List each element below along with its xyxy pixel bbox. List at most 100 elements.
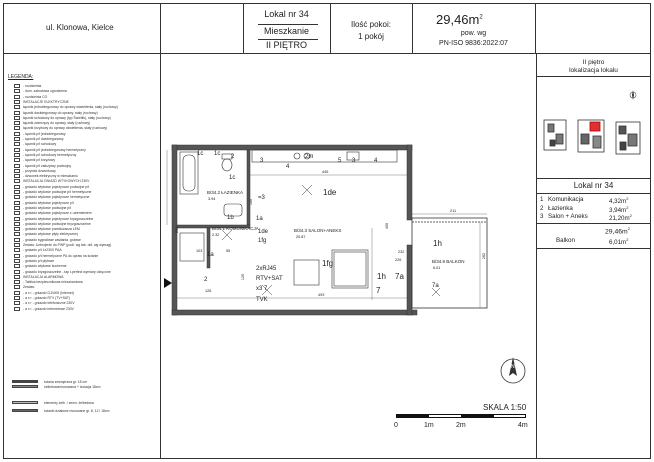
legend-wall-item: żelbetowa/murowana + izolacja 18cm	[44, 385, 101, 389]
table-row-name: Komunikacja	[548, 196, 584, 203]
legend-item: - łącznik p/t schodowy	[23, 142, 57, 147]
balcony-area: 6,01m2	[609, 237, 629, 247]
tag-1a: 1a	[256, 216, 263, 222]
tag-1a-b: 1a	[207, 252, 214, 258]
legend-item: - gniazdo wtykowe podwójne bryzgoszczeln…	[23, 221, 91, 226]
keyplan-building-right	[615, 121, 641, 155]
legend-symbol-icon	[14, 137, 20, 141]
legend-symbol-icon	[14, 126, 20, 131]
tag-1fg-a: 1fg	[258, 238, 267, 244]
legend-symbol-icon	[14, 184, 20, 189]
legend-symbol-icon	[14, 269, 20, 274]
legend-item: - dom. zabudowa ogrodzenia	[23, 89, 67, 94]
toilet	[221, 153, 233, 172]
tag-7a-a: 7a	[395, 272, 404, 281]
room-label-bathroom: B/34.2 ŁAZIENKA	[207, 190, 244, 195]
rooms-value: 1 pokój	[358, 32, 384, 41]
legend-item: - dzwonek elektryczny w mieszkaniu	[23, 174, 78, 179]
legend-item: INSTALACJE ELEKTRYCZNE	[23, 99, 69, 104]
legend-item: - przycisk dzwonkowy	[23, 168, 56, 173]
legend-item: - gniazdo wtykowe przedłużacza LEM	[23, 227, 80, 232]
legend-wall-swatch	[12, 385, 38, 388]
room-area-balcony: 6.01	[433, 266, 441, 270]
dim-232: 232	[398, 250, 405, 254]
table-row-number: 2	[540, 204, 544, 212]
total-area: 29,46m2	[436, 12, 483, 27]
legend-item: - rozdzielnia	[23, 84, 42, 88]
tag-2m: 2m	[305, 154, 314, 160]
dim-262: 262	[482, 252, 487, 260]
tag-1c-a: 1c	[197, 151, 204, 157]
legend-item: - rozdzielnia CO	[23, 94, 48, 99]
legend-symbol-icon	[14, 163, 20, 168]
legend-wall-swatch	[12, 380, 38, 383]
bathtub	[179, 151, 199, 195]
keyplan-compass-icon	[629, 90, 637, 100]
sink	[223, 203, 243, 217]
legend-symbol-icon	[14, 89, 20, 94]
legend-item: - gniazdo wtykowe płyty elektrycznej	[23, 232, 78, 237]
header-sep-5	[535, 3, 536, 53]
legend-item: - łącznik p/t krzyżowy	[23, 158, 56, 163]
balcony-outline	[411, 217, 488, 309]
tag-3-b: 3	[352, 158, 356, 164]
address: ul. Klonowa, Kielce	[46, 23, 114, 32]
legend-item: - gniazdo wtykowe pojedyncze hermetyczne	[23, 195, 90, 200]
wardrobe	[179, 232, 205, 262]
area-standard: PN-ISO 9836:2022:07	[439, 40, 508, 47]
table-bottom	[536, 248, 651, 249]
area-basis: pow. wg	[460, 30, 487, 37]
north-label: N	[511, 364, 515, 370]
room-label-balcony: B/34.8 BALKON	[432, 259, 465, 264]
legend-item: - łącznik p/t dwubiegunowy	[23, 137, 64, 141]
header-sep-2	[243, 3, 244, 53]
legend-symbol-icon	[14, 296, 20, 300]
legend-item: Zestaw: Uzbrojenie do PWP (podl. wg tab.…	[23, 243, 112, 247]
legend-symbol-icon	[14, 274, 20, 279]
legend-item: - gniazdo wtykowe pojedyncze z uziemieni…	[23, 211, 92, 216]
legend-symbol-icon	[14, 94, 20, 99]
legend-symbol-icon	[14, 248, 20, 253]
legend-symbol-icon	[14, 301, 20, 306]
dim-55: 55	[226, 249, 231, 253]
tag-4-b: 4	[374, 158, 378, 164]
tag-1b: 1b	[227, 215, 234, 221]
legend-symbol-icon	[14, 258, 20, 263]
header-sep-1	[160, 3, 161, 53]
entrance-arrow-icon	[164, 278, 172, 288]
legend-item: - łącznik p/t schodowy hermetyczny	[23, 152, 77, 157]
legend-symbol-icon	[14, 216, 20, 221]
dim-126: 126	[205, 289, 212, 293]
tag-1de-a: 1de	[323, 188, 337, 197]
legend-item: - a x r - gniazdo internetowe 230V	[23, 306, 74, 311]
table-top	[536, 178, 651, 179]
header-sep-4	[412, 3, 413, 53]
right-col-sep	[536, 53, 537, 459]
legend-item: INSTALACJA ALARMOWA	[23, 274, 64, 279]
legend-item: - gniazdo bryzgoszczelne - tap t-perfect…	[23, 269, 111, 274]
legend-symbol-icon	[14, 264, 20, 269]
dim-211: 211	[450, 209, 457, 213]
legend-item: - Tablica bezpiecznikowa mieszkaniowa	[23, 280, 83, 285]
room-label-living: B/34.3 SALON+ANEKS	[294, 228, 342, 233]
legend-item: łącznik jednobiegunowy do oprawy oświetl…	[23, 105, 118, 110]
table-row-number: 1	[540, 196, 544, 203]
scale-tick-4m: 4m	[518, 422, 528, 429]
dim-400: 400	[385, 222, 390, 230]
tag-2-b: 2	[204, 277, 208, 283]
legend-symbol-icon	[14, 253, 20, 258]
legend-symbol-icon	[14, 168, 20, 173]
table-title-divider	[536, 193, 651, 194]
tag-rj45: 2xRJ45	[256, 266, 277, 272]
tag-1h-a: 1h	[433, 239, 442, 248]
dimension-lines	[166, 150, 487, 308]
legend-item: łącznik zwierzęcy do oprawy, stały (ruch…	[23, 121, 91, 126]
dim-120: 120	[241, 273, 246, 281]
legend-symbol-icon	[14, 280, 20, 285]
legend-item: Zestaw:	[23, 285, 35, 290]
tag-1c-b: 1c	[214, 151, 221, 157]
sheet-frame	[3, 3, 651, 459]
legend-symbol-icon	[14, 205, 20, 210]
rooms-label: Ilość pokoi:	[350, 20, 392, 29]
legend-symbol-icon	[14, 179, 20, 184]
